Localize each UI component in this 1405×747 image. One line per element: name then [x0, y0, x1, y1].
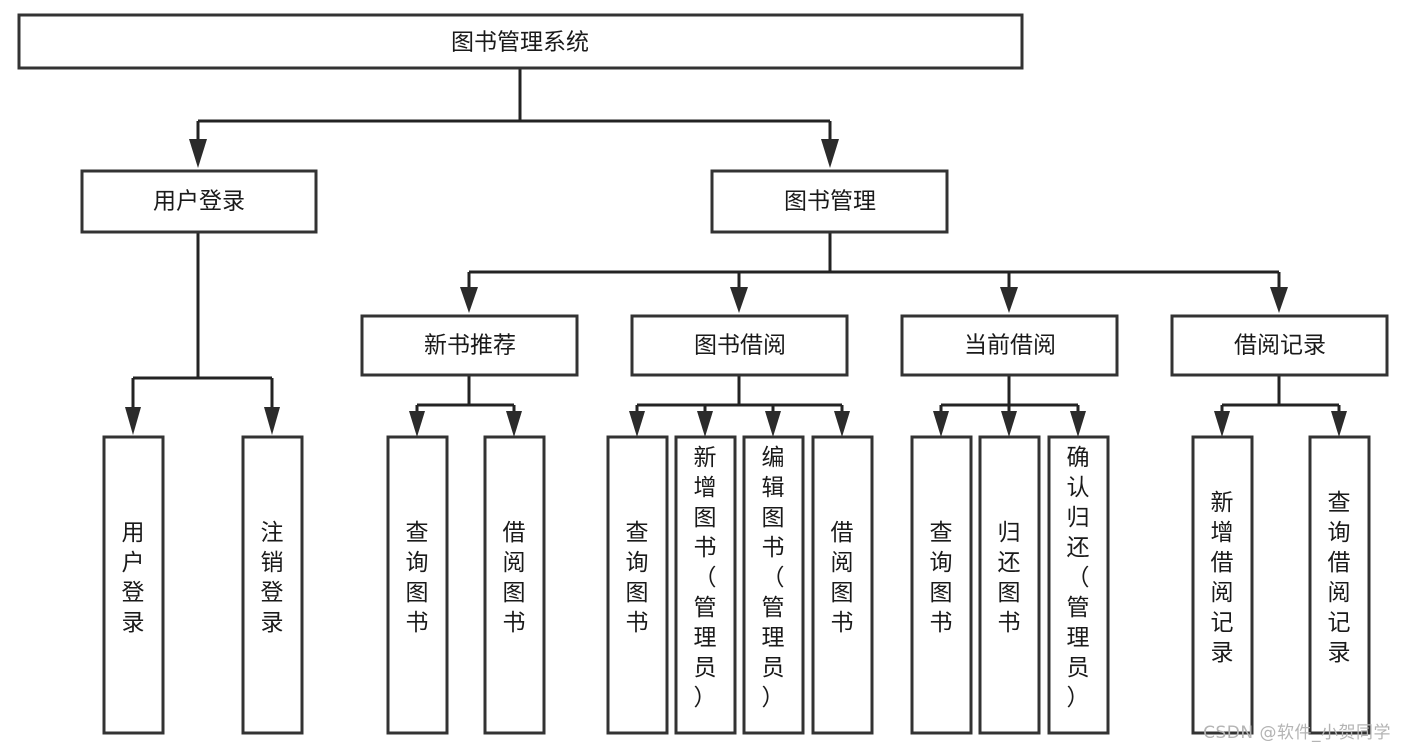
node-borrow-record-box[interactable]: [1170, 314, 1389, 377]
node-leaf-logout-login[interactable]: 注销登录: [241, 435, 304, 735]
node-leaf-borrow-book-1-label: 借阅图书: [503, 520, 526, 636]
arrowhead-book-manage: [821, 139, 839, 168]
node-leaf-query-book-3-box[interactable]: [910, 435, 973, 735]
node-leaf-logout-login-label: 注销登录: [261, 520, 284, 636]
node-book-manage[interactable]: 图书管理: [710, 169, 949, 234]
node-new-book-recommend-label: 新书推荐: [424, 333, 516, 359]
node-leaf-borrow-book-2[interactable]: 借阅图书: [811, 435, 874, 735]
node-leaf-edit-book[interactable]: 编辑图书（管理员）: [742, 435, 805, 735]
node-current-borrow-label: 当前借阅: [964, 333, 1056, 359]
node-leaf-query-book-1-box[interactable]: [386, 435, 449, 735]
arrowhead-book-borrow: [730, 287, 748, 313]
node-leaf-add-book[interactable]: 新增图书（管理员）: [674, 435, 737, 735]
node-leaf-query-book-2[interactable]: 查询图书: [606, 435, 669, 735]
node-leaf-add-book-label: 新增图书（管理员）: [694, 445, 717, 711]
node-leaf-query-book-2-label: 查询图书: [626, 520, 649, 636]
arrowhead-leaf-user-login: [125, 407, 141, 435]
node-leaf-query-record-box[interactable]: [1308, 435, 1371, 735]
node-leaf-borrow-book-2-label: 借阅图书: [831, 520, 854, 636]
node-user-login-box[interactable]: [80, 169, 318, 234]
arrowhead-leaf-edit-book: [765, 411, 781, 437]
node-user-login[interactable]: 用户登录: [80, 169, 318, 234]
node-leaf-add-record-box[interactable]: [1191, 435, 1254, 735]
arrowhead-leaf-return-book: [1001, 411, 1017, 437]
node-leaf-return-book-box[interactable]: [978, 435, 1041, 735]
node-leaf-return-book[interactable]: 归还图书: [978, 435, 1041, 735]
node-leaf-add-record-label: 新增借阅记录: [1211, 490, 1234, 666]
node-leaf-confirm-return-box[interactable]: [1047, 435, 1110, 735]
node-leaf-user-login-label: 用户登录: [122, 520, 145, 636]
arrowhead-leaf-query-record: [1331, 411, 1347, 437]
arrowhead-user-login: [189, 139, 207, 168]
node-new-book-recommend[interactable]: 新书推荐: [360, 314, 579, 377]
node-leaf-user-login[interactable]: 用户登录: [102, 435, 165, 735]
arrowhead-new-book-recommend: [460, 287, 478, 313]
node-book-manage-label: 图书管理: [784, 189, 876, 215]
node-book-manage-box[interactable]: [710, 169, 949, 234]
node-leaf-query-book-1[interactable]: 查询图书: [386, 435, 449, 735]
node-leaf-borrow-book-2-box[interactable]: [811, 435, 874, 735]
node-leaf-borrow-book-1[interactable]: 借阅图书: [483, 435, 546, 735]
arrowhead-leaf-query-book-2: [629, 411, 645, 437]
connector-layer: [125, 69, 1347, 437]
node-user-login-label: 用户登录: [153, 189, 245, 215]
arrowhead-current-borrow: [1000, 287, 1018, 313]
node-root-label: 图书管理系统: [451, 30, 589, 56]
node-current-borrow[interactable]: 当前借阅: [900, 314, 1119, 377]
node-leaf-edit-book-box[interactable]: [742, 435, 805, 735]
arrowhead-leaf-borrow-book-1: [506, 411, 522, 437]
arrowhead-leaf-borrow-book-2: [834, 411, 850, 437]
node-leaf-logout-login-box[interactable]: [241, 435, 304, 735]
node-leaf-add-book-box[interactable]: [674, 435, 737, 735]
arrowhead-leaf-query-book-1: [409, 411, 425, 437]
node-leaf-query-record[interactable]: 查询借阅记录: [1308, 435, 1371, 735]
node-book-borrow-box[interactable]: [630, 314, 849, 377]
node-leaf-add-record[interactable]: 新增借阅记录: [1191, 435, 1254, 735]
leaf-layer: 用户登录 注销登录 查询图书 借阅图书 查询图书 新增图书（管理员）: [102, 435, 1371, 735]
node-leaf-return-book-label: 归还图书: [998, 520, 1021, 636]
node-root[interactable]: 图书管理系统: [17, 13, 1024, 70]
node-current-borrow-box[interactable]: [900, 314, 1119, 377]
node-new-book-recommend-box[interactable]: [360, 314, 579, 377]
arrowhead-leaf-add-book: [697, 411, 713, 437]
node-leaf-edit-book-label: 编辑图书（管理员）: [762, 445, 785, 711]
node-root-box[interactable]: [17, 13, 1024, 70]
node-leaf-query-book-1-label: 查询图书: [406, 520, 429, 636]
node-borrow-record-label: 借阅记录: [1234, 333, 1326, 359]
node-book-borrow[interactable]: 图书借阅: [630, 314, 849, 377]
node-leaf-confirm-return[interactable]: 确认归还（管理员）: [1047, 435, 1110, 735]
node-leaf-confirm-return-label: 确认归还（管理员）: [1067, 445, 1090, 711]
arrowhead-borrow-record: [1270, 287, 1288, 313]
node-leaf-user-login-box[interactable]: [102, 435, 165, 735]
arrowhead-leaf-confirm-return: [1070, 411, 1086, 437]
node-leaf-borrow-book-1-box[interactable]: [483, 435, 546, 735]
node-leaf-query-book-2-box[interactable]: [606, 435, 669, 735]
node-leaf-query-book-3-label: 查询图书: [930, 520, 953, 636]
node-book-borrow-label: 图书借阅: [694, 333, 786, 359]
arrowhead-leaf-query-book-3: [933, 411, 949, 437]
node-leaf-query-record-label: 查询借阅记录: [1328, 490, 1351, 666]
arrowhead-leaf-logout-login: [264, 407, 280, 435]
node-borrow-record[interactable]: 借阅记录: [1170, 314, 1389, 377]
arrowhead-leaf-add-record: [1214, 411, 1230, 437]
node-leaf-query-book-3[interactable]: 查询图书: [910, 435, 973, 735]
